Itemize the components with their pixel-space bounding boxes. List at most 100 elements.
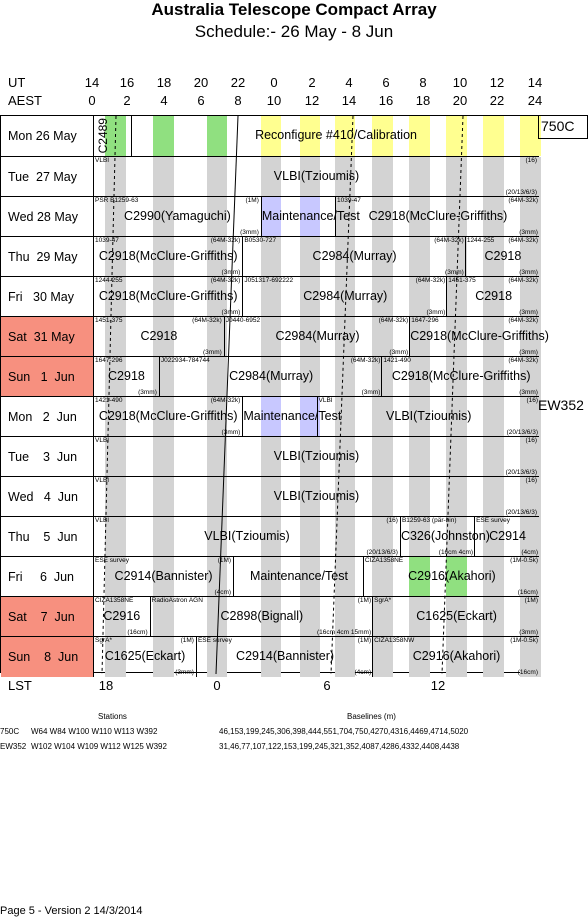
shade-band bbox=[207, 557, 228, 597]
schedule-block: C1625(Eckart)SgrA*(1M)(3mm) bbox=[94, 637, 196, 677]
tick-label: 0 bbox=[213, 678, 221, 693]
block-correlator: (64M-32k) bbox=[508, 197, 538, 204]
config-label-ew352: EW352 bbox=[538, 397, 584, 413]
shade-band bbox=[153, 357, 174, 397]
shade-band bbox=[483, 277, 504, 317]
tick-label: 20 bbox=[452, 93, 468, 108]
schedule-block: C2984(Murray)B0530-727(64M-32k)(3mm) bbox=[242, 237, 466, 277]
shade-band bbox=[520, 116, 541, 156]
shade-band bbox=[372, 597, 393, 637]
block-correlator: (64M-32k) bbox=[434, 237, 464, 244]
block-project: VLBI(Tzioumis) bbox=[273, 169, 360, 183]
shade-band bbox=[207, 157, 228, 197]
shade-band bbox=[105, 437, 126, 477]
block-correlator: (64M-32k) bbox=[508, 277, 538, 284]
baselines-header: Baselines (m) bbox=[347, 712, 396, 721]
tick-label: 12 bbox=[304, 93, 320, 108]
block-correlator: (16) bbox=[525, 437, 537, 444]
schedule-block: C2916(Akahori)CIZA1358NW(1M-0.5k)(16cm) bbox=[372, 637, 540, 677]
block-source: CIZA1358NW bbox=[374, 637, 415, 644]
shade-band bbox=[520, 277, 541, 317]
block-project: C2984(Murray) bbox=[229, 369, 314, 383]
block-correlator: (16) bbox=[526, 397, 538, 404]
shade-band bbox=[446, 517, 467, 557]
block-source: 1647-296 bbox=[411, 317, 439, 324]
block-correlator: (64M-32k) bbox=[415, 277, 446, 284]
shade-band bbox=[446, 477, 467, 517]
block-correlator: (64M-32k) bbox=[508, 237, 538, 244]
block-band: (20/13/6/3) bbox=[505, 509, 537, 516]
tick-label: 12 bbox=[489, 75, 505, 90]
block-source: PSR B1259-63 bbox=[95, 197, 139, 204]
lst-line bbox=[441, 116, 464, 674]
shade-band bbox=[446, 317, 467, 357]
block-project: C2918 bbox=[108, 369, 145, 383]
block-project: C2918(McClure-Griffiths) bbox=[98, 289, 238, 303]
lst-line bbox=[101, 116, 117, 674]
shade-band bbox=[153, 277, 174, 317]
shade-band bbox=[483, 116, 504, 156]
shade-band bbox=[335, 517, 356, 557]
config-box-750c: 750C bbox=[538, 115, 588, 139]
block-correlator: (64M-32k) bbox=[378, 317, 409, 324]
shade-band bbox=[520, 477, 541, 517]
block-source: VLBI bbox=[95, 517, 110, 524]
block-band: (3mm) bbox=[175, 669, 194, 676]
footer-stations-ew352: W102 W104 W109 W112 W125 W392 bbox=[31, 742, 167, 751]
shade-band bbox=[207, 317, 228, 357]
tick-label: 4 bbox=[345, 75, 353, 90]
shade-band bbox=[335, 637, 356, 677]
block-band: (3mm) bbox=[519, 309, 538, 316]
shade-band bbox=[207, 277, 228, 317]
shade-band bbox=[483, 397, 504, 437]
tick-label: 22 bbox=[230, 75, 246, 90]
shade-band bbox=[260, 357, 282, 397]
schedule-block: C2918(McClure-Griffiths)1039-47(64M-32k)… bbox=[335, 197, 540, 237]
block-band: (4cm) bbox=[354, 669, 372, 676]
block-band: (3mm) bbox=[221, 269, 241, 276]
tick-label: 22 bbox=[489, 93, 505, 108]
shade-band bbox=[299, 557, 321, 597]
tick-label: 2 bbox=[308, 75, 316, 90]
shade-band bbox=[520, 557, 541, 597]
schedule-block: VLBI(Tzioumis)VLBI(16)(20/13/6/3) bbox=[94, 477, 539, 517]
schedule-block: C2918(McClure-Griffiths)1039-47(64M-32k)… bbox=[94, 237, 242, 277]
footer-stations-750c: W64 W84 W100 W110 W113 W392 bbox=[31, 727, 158, 736]
block-source: J051317-692222 bbox=[244, 277, 294, 284]
day-label: Tue 27 May bbox=[1, 157, 94, 197]
block-source: 1451-375 bbox=[448, 277, 476, 284]
shade-band bbox=[153, 157, 174, 197]
block-project: C326(Johnston) bbox=[400, 529, 490, 543]
day-label: Tue 3 Jun bbox=[1, 437, 94, 477]
shade-band bbox=[446, 557, 467, 597]
block-correlator: (1M) bbox=[180, 637, 194, 644]
block-band: (3mm) bbox=[519, 229, 538, 236]
block-correlator: (64M-32k) bbox=[210, 277, 241, 284]
shade-band bbox=[520, 357, 541, 397]
block-band: (16cm) bbox=[517, 589, 538, 596]
block-band: (20/13/6/3) bbox=[505, 469, 537, 476]
shade-band bbox=[105, 237, 126, 277]
shade-band bbox=[153, 597, 174, 637]
shade-band bbox=[409, 397, 430, 437]
stations-header: Stations bbox=[98, 712, 127, 721]
schedule-block: VLBI(Tzioumis)VLBI(16)(20/13/6/3) bbox=[94, 157, 539, 197]
shade-band bbox=[105, 637, 126, 677]
shade-band bbox=[372, 557, 393, 597]
shade-band bbox=[483, 557, 504, 597]
shade-band bbox=[105, 277, 126, 317]
block-correlator: (1M-0.5k) bbox=[510, 637, 538, 644]
block-source: ESE survey bbox=[95, 557, 129, 564]
shade-band bbox=[520, 317, 541, 357]
tick-label: 0 bbox=[88, 93, 96, 108]
block-project: C2914(Bannister) bbox=[114, 569, 213, 583]
block-project: C2918(McClure-Griffiths) bbox=[391, 369, 531, 383]
block-band: (16cm) bbox=[127, 629, 148, 636]
shade-band bbox=[105, 597, 126, 637]
shade-band bbox=[483, 437, 504, 477]
shade-band bbox=[299, 157, 321, 197]
day-label: Sat 31 May bbox=[1, 317, 94, 357]
